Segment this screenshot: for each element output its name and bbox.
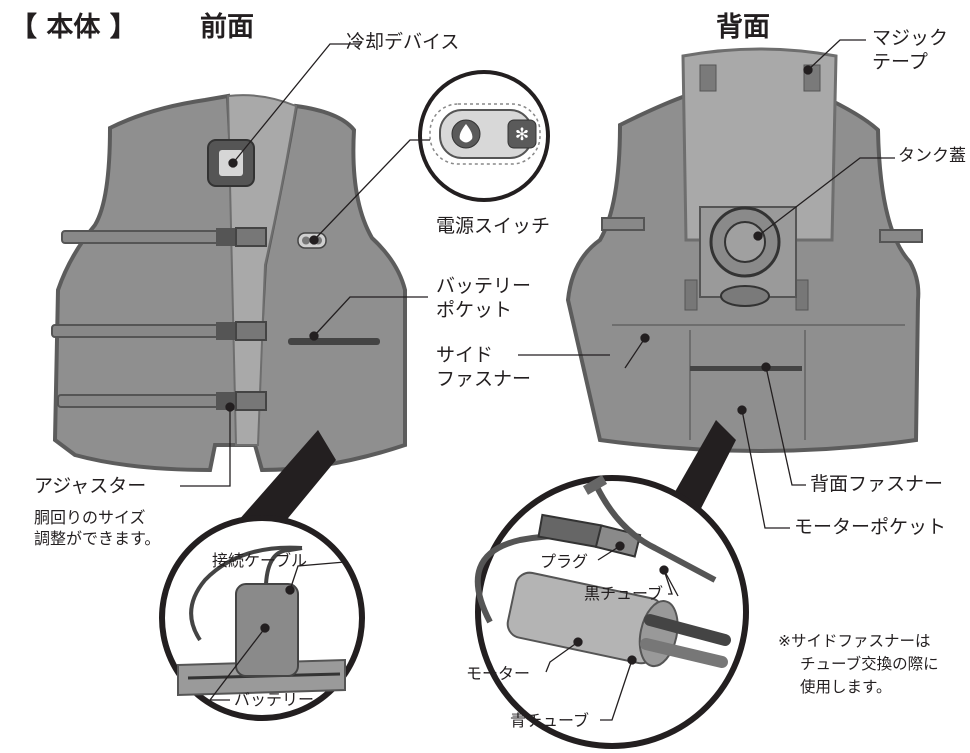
label-plug: プラグ bbox=[540, 552, 589, 571]
label-black-tube: 黒チューブ bbox=[584, 584, 664, 603]
label-side-fastener-1: サイド bbox=[436, 344, 494, 366]
battery-zoom bbox=[159, 515, 365, 721]
label-adjuster: アジャスター bbox=[34, 475, 147, 497]
label-battery-pocket-2: ポケット bbox=[436, 299, 513, 321]
back-vest bbox=[565, 47, 923, 453]
header-front: 前面 bbox=[200, 12, 254, 43]
svg-text:✻: ✻ bbox=[515, 125, 529, 145]
label-motor-pocket: モーターポケット bbox=[794, 516, 947, 538]
label-battery: バッテリー bbox=[234, 690, 315, 709]
label-adjuster-desc-2: 調整ができます。 bbox=[34, 529, 161, 548]
label-back-fastener: 背面ファスナー bbox=[810, 473, 944, 495]
switch-zoom: ✻ bbox=[418, 70, 550, 202]
label-battery-pocket-1: バッテリー bbox=[436, 275, 532, 297]
back-fastener-zipper bbox=[690, 366, 802, 371]
header-back: 背面 bbox=[716, 12, 770, 43]
header-main: 【 本体 】 bbox=[10, 12, 137, 43]
front-vest bbox=[51, 93, 407, 473]
water-drop-icon bbox=[451, 119, 481, 149]
label-cooling-device: 冷却デバイス bbox=[346, 31, 460, 53]
leader-lines bbox=[180, 39, 895, 721]
label-blue-tube: 青チューブ bbox=[510, 711, 590, 730]
note-line-2: チューブ交換の際に bbox=[800, 655, 939, 673]
label-tank-cap: タンク蓋 bbox=[898, 146, 966, 166]
battery-pocket-zipper bbox=[288, 338, 380, 345]
label-motor: モーター bbox=[466, 664, 531, 683]
note-line-3: 使用します。 bbox=[800, 678, 892, 696]
label-adjuster-desc-1: 胴回りのサイズ bbox=[34, 508, 146, 527]
note-line-1: ※サイドファスナーは bbox=[778, 632, 931, 650]
label-connection-cable: 接続ケーブル bbox=[212, 551, 308, 570]
motor-zoom bbox=[474, 475, 749, 749]
adjuster-straps bbox=[51, 227, 267, 411]
label-magic-tape-2: テープ bbox=[872, 51, 928, 73]
label-side-fastener-2: ファスナー bbox=[436, 368, 532, 390]
label-magic-tape-1: マジック bbox=[872, 27, 949, 49]
label-power-switch: 電源スイッチ bbox=[436, 215, 551, 237]
fan-icon: ✻ bbox=[507, 119, 537, 149]
